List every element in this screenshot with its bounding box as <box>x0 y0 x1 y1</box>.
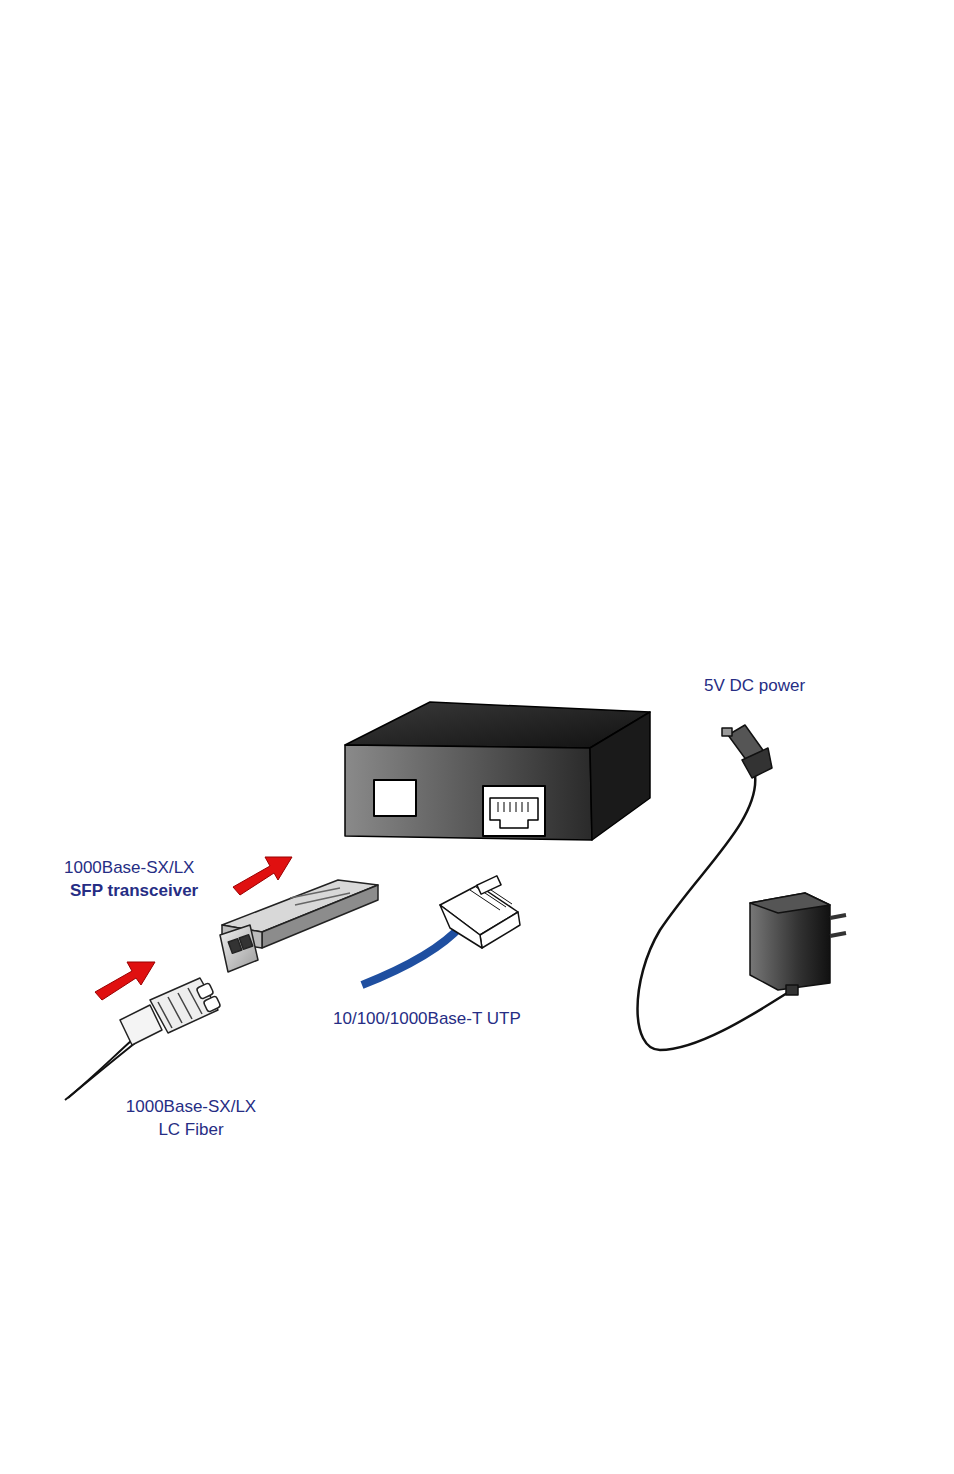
callout-label: SFP transceiver <box>70 879 198 902</box>
rj45-plug <box>362 876 520 985</box>
converter-box <box>345 702 650 840</box>
callout-label: 1000Base-SX/LX <box>64 856 194 879</box>
callout-label: 10/100/1000Base-T UTP <box>333 1007 521 1030</box>
callout-label: 1000Base-SX/LX LC Fiber <box>118 1095 264 1141</box>
callout-label: 5V DC power <box>704 674 805 697</box>
fiber-connector <box>65 978 221 1100</box>
sfp-transceiver <box>220 880 378 972</box>
power-adapter <box>638 725 847 1050</box>
